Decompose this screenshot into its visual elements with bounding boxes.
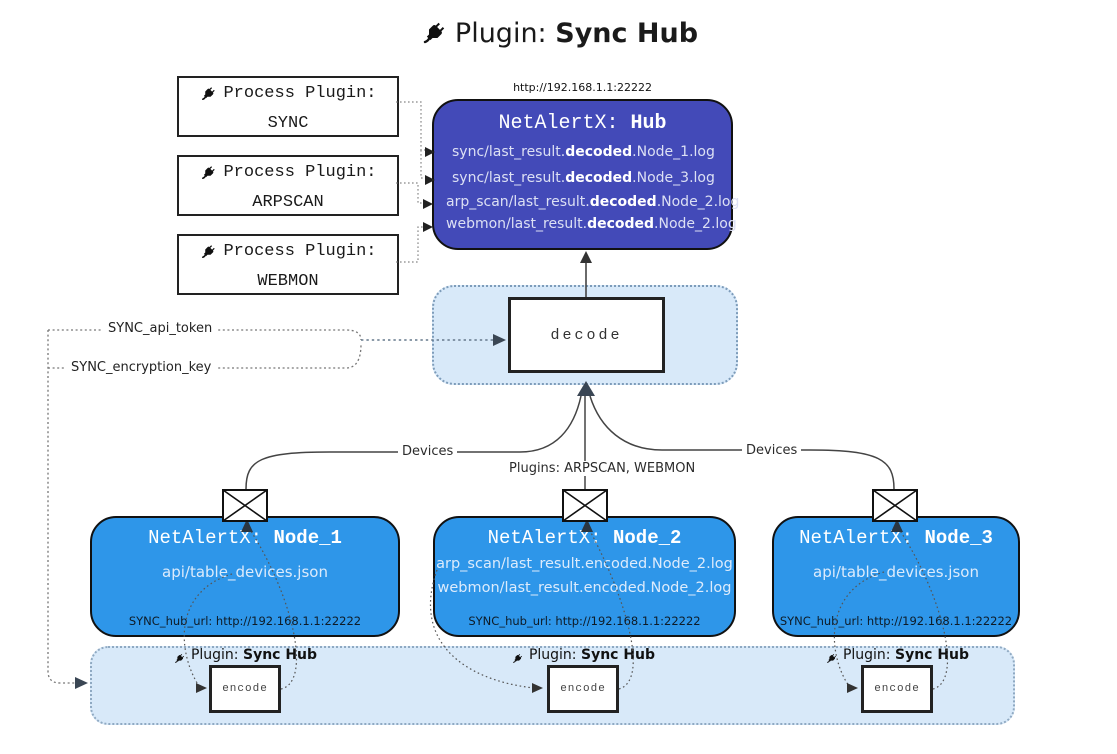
encode-box: encode xyxy=(861,665,933,713)
process-plugin-name: SYNC xyxy=(267,114,309,133)
hub-log-line: arp_scan/last_result.decoded.Node_2.log xyxy=(446,194,740,210)
process-plugin-label: Process Plugin: xyxy=(223,163,377,182)
hub-url-label: http://192.168.1.1:22222 xyxy=(513,81,652,94)
node-title: NetAlertX: Node_3 xyxy=(799,527,993,549)
sync-api-token-label: SYNC_api_token xyxy=(103,321,218,336)
hub-title-name: Hub xyxy=(630,112,667,135)
process-plugin-arpscan: Process Plugin: ARPSCAN xyxy=(177,155,399,216)
page-title: Plugin: Sync Hub xyxy=(0,16,1117,49)
node-file-line: api/table_devices.json xyxy=(162,563,328,581)
plug-icon xyxy=(419,16,451,48)
devices-label-right: Devices xyxy=(742,443,802,458)
process-plugin-sync: Process Plugin: SYNC xyxy=(177,76,399,137)
encode-box: encode xyxy=(547,665,619,713)
node-file-line: webmon/last_result.encoded.Node_2.log xyxy=(437,580,732,596)
node-3-box: NetAlertX: Node_3 api/table_devices.json… xyxy=(772,516,1020,637)
title-prefix: Plugin: xyxy=(454,18,547,49)
plug-icon xyxy=(173,651,187,669)
hub-title: NetAlertX: Hub xyxy=(434,112,731,135)
process-plugin-label: Process Plugin: xyxy=(223,242,377,261)
encode-box: encode xyxy=(209,665,281,713)
node-file-line: arp_scan/last_result.encoded.Node_2.log xyxy=(436,556,733,572)
node-file-line: api/table_devices.json xyxy=(813,563,979,581)
hub-log-line: sync/last_result.decoded.Node_3.log xyxy=(452,170,715,186)
devices-label-left: Devices xyxy=(398,444,458,459)
node-hub-url: SYNC_hub_url: http://192.168.1.1:22222 xyxy=(128,614,362,628)
envelope-icon xyxy=(872,489,918,526)
plug-icon xyxy=(199,241,219,270)
envelope-icon xyxy=(562,489,608,526)
process-plugin-name: WEBMON xyxy=(257,272,319,291)
node-1-box: NetAlertX: Node_1 api/table_devices.json… xyxy=(90,516,400,637)
node-hub-url: SYNC_hub_url: http://192.168.1.1:22222 xyxy=(468,614,701,628)
process-plugin-label: Process Plugin: xyxy=(223,84,377,103)
process-plugin-name: ARPSCAN xyxy=(252,193,324,212)
envelope-icon xyxy=(222,489,268,526)
node-title: NetAlertX: Node_2 xyxy=(487,527,682,549)
node-2-box: NetAlertX: Node_2 arp_scan/last_result.e… xyxy=(433,516,736,637)
plug-icon xyxy=(825,651,839,669)
hub-title-prefix: NetAlertX: xyxy=(498,112,619,135)
node-title: NetAlertX: Node_1 xyxy=(148,527,342,549)
title-name: Sync Hub xyxy=(555,18,699,49)
hub-log-line: webmon/last_result.decoded.Node_2.log xyxy=(446,216,737,232)
process-plugin-webmon: Process Plugin: WEBMON xyxy=(177,234,399,295)
hub-log-line: sync/last_result.decoded.Node_1.log xyxy=(452,144,715,160)
node-hub-url: SYNC_hub_url: http://192.168.1.1:22222 xyxy=(779,614,1013,628)
decode-box: decode xyxy=(508,297,665,373)
hub-box: NetAlertX: Hub sync/last_result.decoded.… xyxy=(432,99,740,250)
plug-icon xyxy=(199,83,219,112)
plug-icon xyxy=(511,651,525,669)
sync-encryption-key-label: SYNC_encryption_key xyxy=(66,360,217,375)
plug-icon xyxy=(199,162,219,191)
plugins-edge-label: Plugins: ARPSCAN, WEBMON xyxy=(505,461,700,476)
